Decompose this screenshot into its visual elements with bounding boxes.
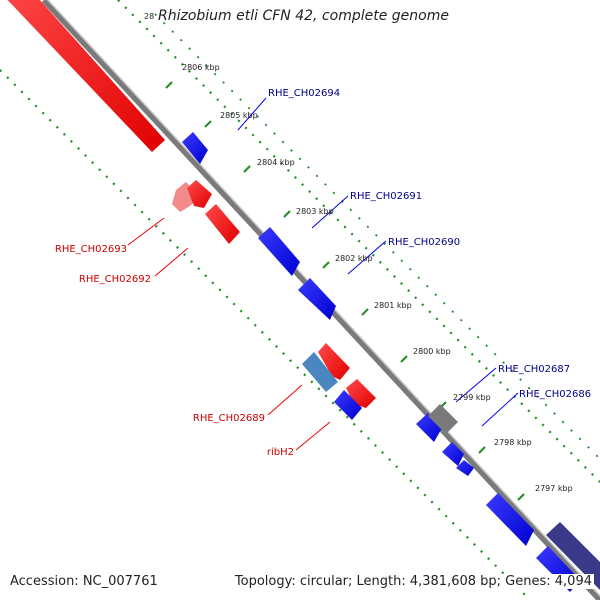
forward-strand-features [182,132,600,592]
gene-label-rhe-ch02694[interactable]: RHE_CH02694 [268,88,340,99]
gene-label-rhe-ch02689[interactable]: RHE_CH02689 [193,413,265,424]
genome-summary-label: Topology: circular; Length: 4,381,608 bp… [232,574,594,589]
ruler-labels: 2806 kbp 2805 kbp 2804 kbp 2803 kbp 2802… [182,63,573,493]
gene-arrow-rhe-ch02692-a[interactable] [187,180,212,208]
gene-label-rhe-ch02686[interactable]: RHE_CH02686 [519,389,591,400]
tick-label-2801: 2801 kbp [374,301,412,310]
gene-arrow-rhe-ch02686-b[interactable] [456,460,474,476]
gene-arrow-rhe-ch02694[interactable] [182,132,208,164]
accession-label: Accession: NC_007761 [8,574,160,589]
tick-label-2804: 2804 kbp [257,158,295,167]
tick-label-2800: 2800 kbp [413,347,451,356]
tick-label-2799: 2799 kbp [453,393,491,402]
forward-gene-labels: RHE_CH02694 RHE_CH02691 RHE_CH02690 RHE_… [268,88,591,400]
tick-label-2797: 2797 kbp [535,484,573,493]
gene-label-rhe-ch02690[interactable]: RHE_CH02690 [388,237,460,248]
gene-label-rhe-ch02692[interactable]: RHE_CH02692 [79,274,151,285]
gene-arrow-rhe-ch02686-a[interactable] [442,442,464,466]
reverse-strand-features [0,0,376,408]
inner-guide-line [0,69,531,600]
tick-label-2806: 2806 kbp [182,63,220,72]
label-leaders [127,97,519,451]
outer-guide-line [117,0,600,483]
gene-arrow-rhe-ch02689-a[interactable] [318,343,350,380]
ruler-ticks [165,81,525,501]
title-fragment: 28 [144,12,155,21]
gene-label-ribh2[interactable]: ribH2 [267,447,294,458]
map-title: Rhizobium etli CFN 42, complete genome [158,8,449,24]
reverse-gene-labels: RHE_CH02693 RHE_CH02692 RHE_CH02689 ribH… [55,244,294,458]
gene-label-rhe-ch02693[interactable]: RHE_CH02693 [55,244,127,255]
tick-label-2803: 2803 kbp [296,207,334,216]
gene-arrow-rhe-ch02689-b[interactable] [302,352,338,392]
gene-arrow-rhe-ch02683[interactable] [546,522,600,590]
gene-arrow-rhe-ch02690-b[interactable] [298,278,336,320]
gene-label-rhe-ch02691[interactable]: RHE_CH02691 [350,191,422,202]
tick-label-2805: 2805 kbp [220,111,258,120]
gene-arrow-rhe-ch02690[interactable] [258,227,300,276]
gene-arrow-rhe-ch02687[interactable] [416,413,442,442]
gene-arrow-rhe-ch02688[interactable] [334,390,362,420]
gene-arrow-rhe-ch02695[interactable] [0,0,165,152]
gene-arrow-rhe-ch02692-b[interactable] [205,204,240,244]
tick-label-2802: 2802 kbp [335,254,373,263]
gene-arrow-pseudo[interactable] [428,404,458,434]
tick-label-2798: 2798 kbp [494,438,532,447]
gene-arrow-rhe-ch02685[interactable] [486,493,534,546]
gene-label-rhe-ch02687[interactable]: RHE_CH02687 [498,364,570,375]
